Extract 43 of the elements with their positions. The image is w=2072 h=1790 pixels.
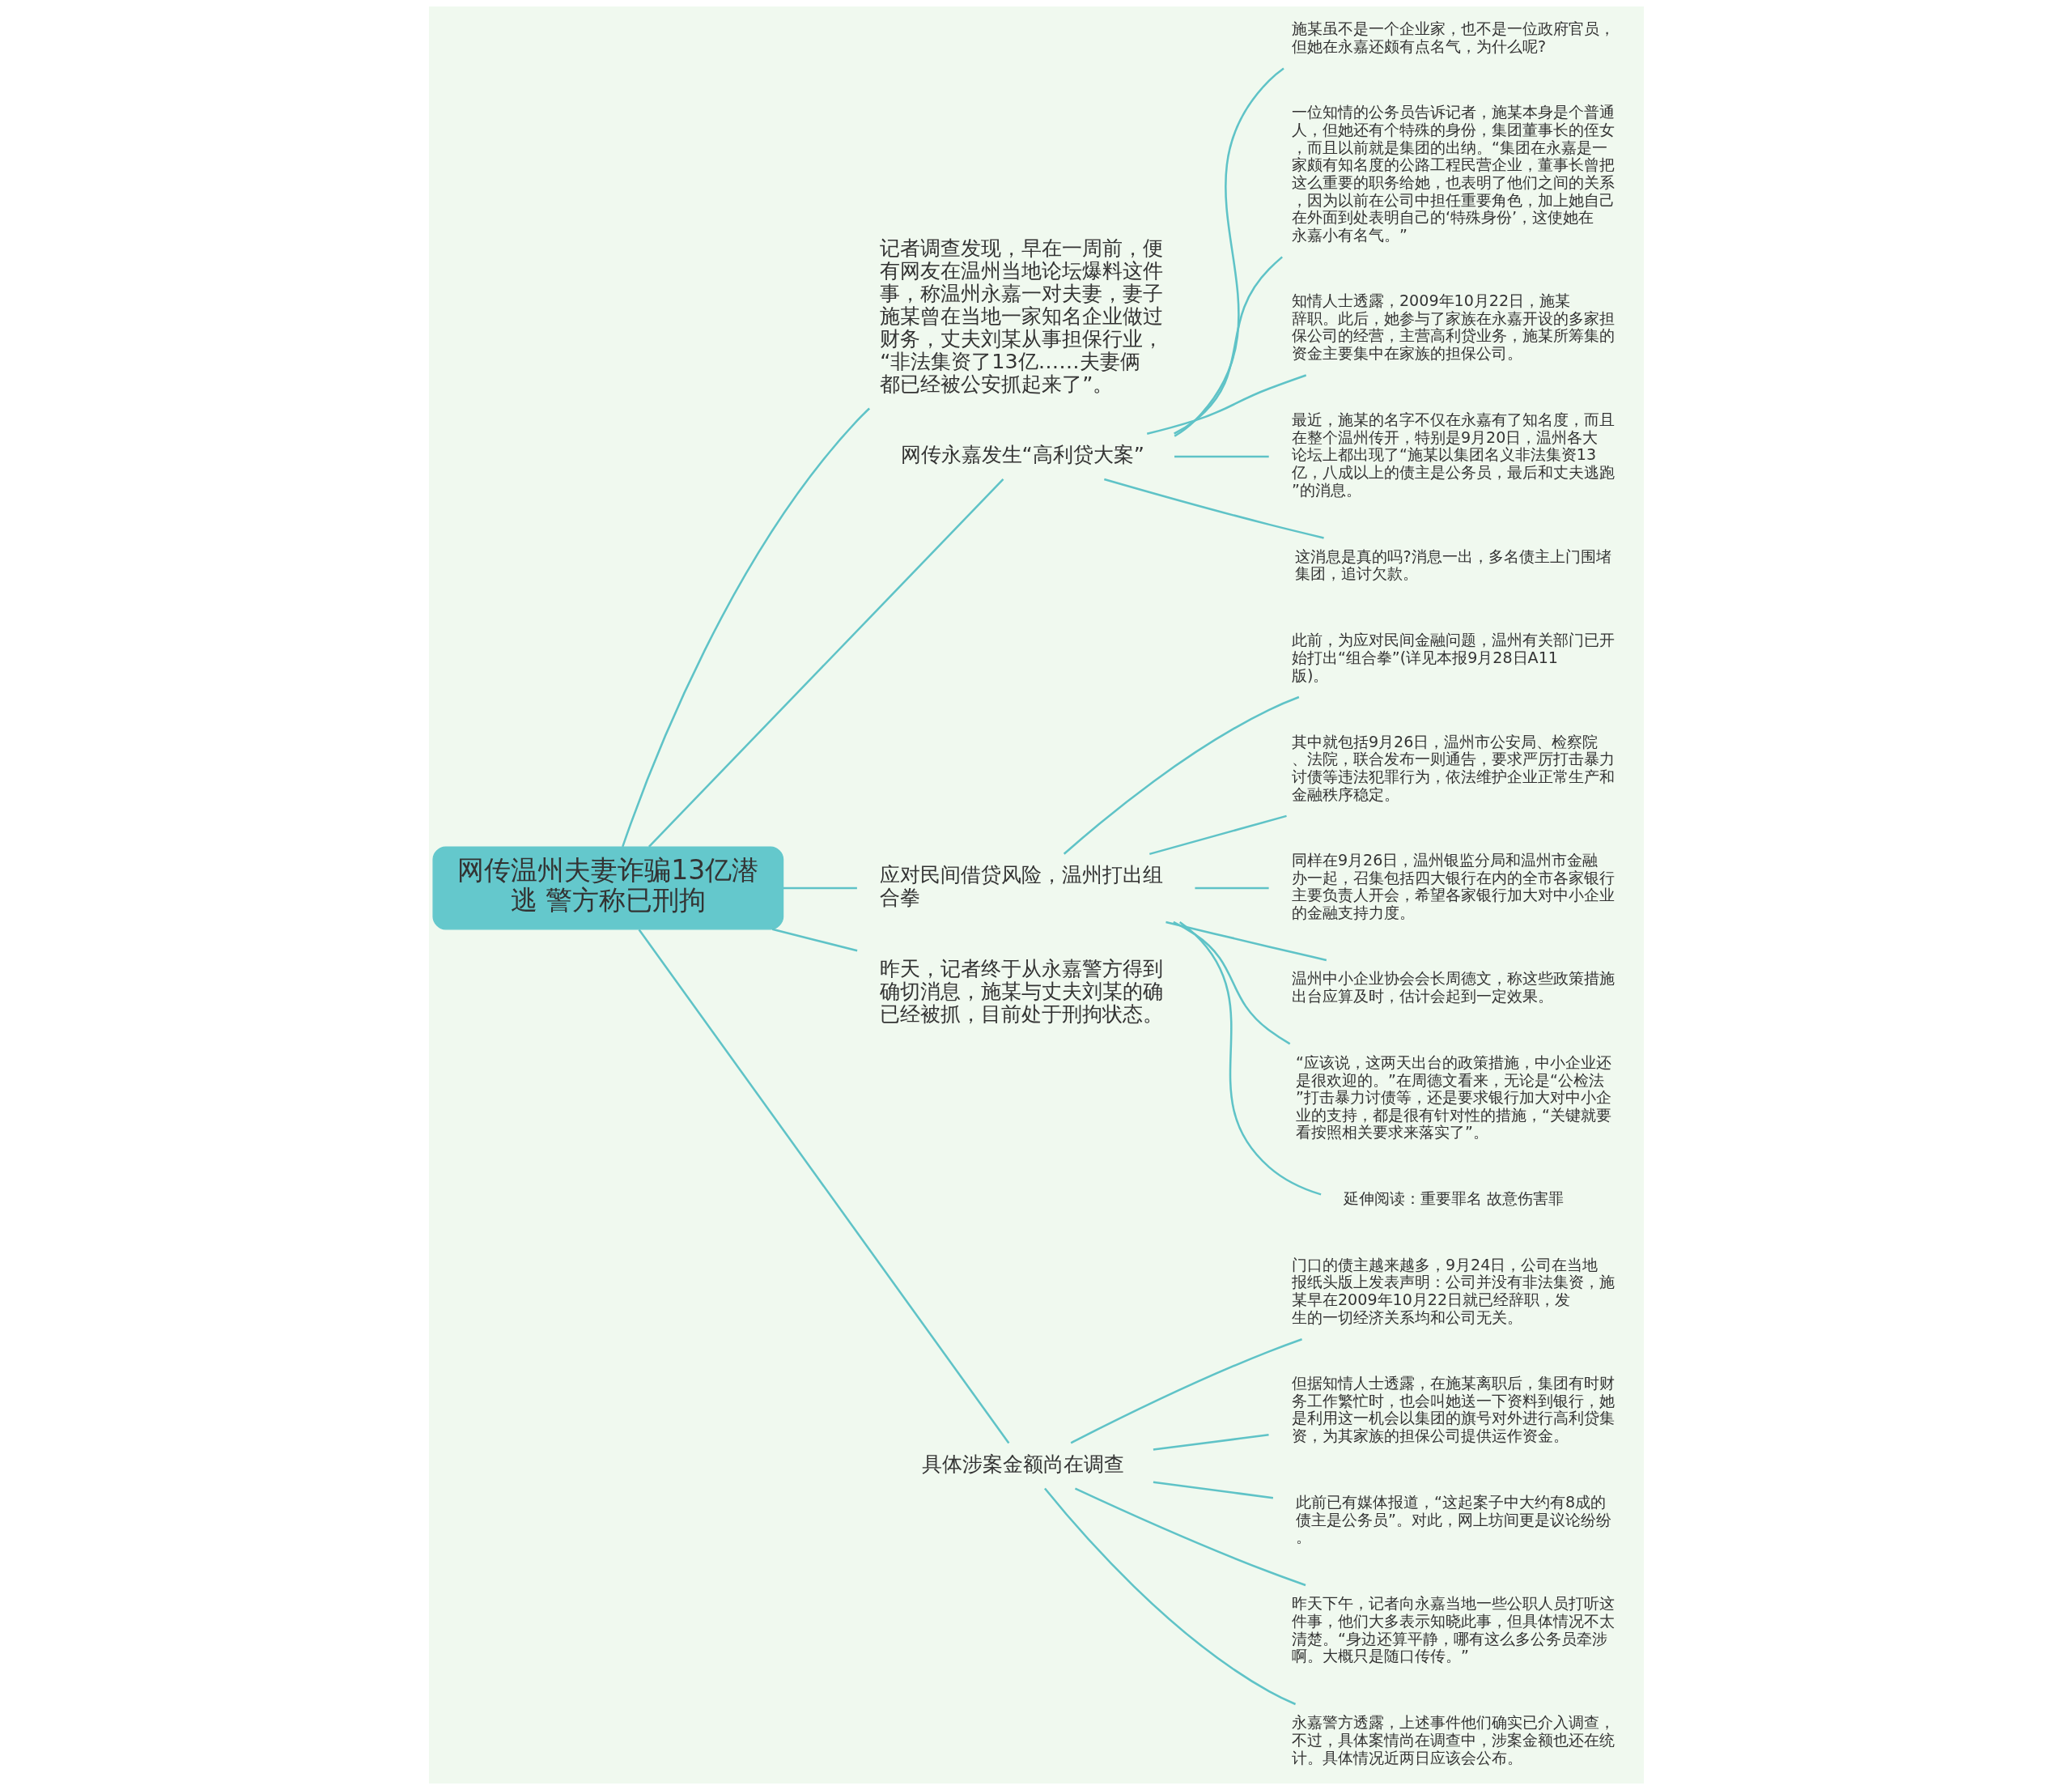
node-text: 一位知情的公务员告诉记者，施某本身是个普通人，但她还有个特殊的身份，集团董事长的侄女，而且以前就是集团的出纳。“集团在永嘉是一家颇有知名度的公路工程民营企业，董事长曾把这么重要的职务给她，也表明了他们之间的关系，因为以前在公司中担任重要角色，加上她自己在外面到处表明自己的‘特殊身份’，这使她在永嘉小有名气。” <box>1291 103 1615 244</box>
connector <box>1174 67 1284 437</box>
node-text: 施某虽不是一个企业家，也不是一位政府官员，但她在永嘉还颇有点名气，为什么呢? <box>1291 19 1615 56</box>
connector <box>1178 921 1321 1196</box>
node-text: 记者调查发现，早在一周前，便有网友在温州当地论坛爆料这件事，称温州永嘉一对夫妻，妻子施某曾在当地一家知名企业做过财务，丈夫刘某从事担保行业，“非法集资了13亿……夫妻俩都已经被公安抓起来了”。 <box>879 235 1163 396</box>
node-text: 温州中小企业协会会长周德文，称这些政策措施出台应算及时，估计会起到一定效果。 <box>1291 969 1615 1005</box>
connector <box>1172 921 1290 1045</box>
connector <box>638 929 1009 1444</box>
connector <box>1103 478 1324 539</box>
connector <box>648 478 1004 848</box>
connector <box>1173 256 1283 435</box>
node-text: 知情人士透露，2009年10月22日，施某辞职。此后，她参与了家族在永嘉开设的多家担保公司的经营，主营高利贷业务，施某所筹集的资金主要集中在家族的担保公司。 <box>1291 291 1615 363</box>
connector <box>1194 886 1269 890</box>
node-text: 此前已有媒体报道，“这起案子中大约有8成的债主是公务员”。对此，网上坊间更是议论纷纷。 <box>1295 1493 1611 1546</box>
node-text: 这消息是真的吗?消息一出，多名债主上门围堵集团，追讨欠款。 <box>1294 546 1611 583</box>
node-text: “应该说，这两天出台的政策措施，中小企业还是很欢迎的。”在周德文看来，无论是“公检法”打击暴力讨债等，还是要求银行加大对中小企业的支持，都是很有针对性的措施，“关键就要看按照相关要求来落实了”。 <box>1295 1052 1611 1142</box>
connector <box>1043 1487 1296 1706</box>
node-text: 应对民间借贷风险，温州打出组合拳 <box>879 862 1163 910</box>
connector <box>1149 814 1287 856</box>
node-text: 但据知情人士透露，在施某离职后，集团有时财务工作繁忙时，也会叫她送一下资料到银行，她是利用这一机会以集团的旗号对外进行高利贷集资，为其家族的担保公司提供运作资金。 <box>1291 1374 1615 1444</box>
node-text: 延伸阅读：重要罪名 故意伤害罪 <box>1343 1188 1564 1207</box>
node-text: 网传永嘉发生“高利贷大案” <box>900 442 1144 467</box>
node-text: 同样在9月26日，温州银监分局和温州市金融办一起，召集包括四大银行在内的全市各家银行主要负责人开会，希望各家银行加大对中小企业的金融支持力度。 <box>1291 850 1615 921</box>
node-text: 门口的债主越来越多，9月24日，公司在当地报纸头版上发表声明：公司并没有非法集资，施某早在2009年10月22日就已经辞职，发生的一切经济关系均和公司无关。 <box>1291 1255 1615 1326</box>
node-text: 昨天下午，记者向永嘉当地一些公职人员打听这件事，他们大多表示知晓此事，但具体情况不太清楚。“身边还算平静，哪有这么多公务员牵涉啊。大概只是随口传传。” <box>1291 1594 1615 1665</box>
node-text: 永嘉警方透露，上述事件他们确实已介入调查，不过，具体案情尚在调查中，涉案金额也还在统计。具体情况近两日应该会公布。 <box>1291 1713 1615 1767</box>
node-text: 最近，施某的名字不仅在永嘉有了知名度，而且在整个温州传开，特别是9月20日，温州各大论坛上都出现了“施某以集团名义非法集资13亿，八成以上的债主是公务员，最后和丈夫逃跑”的消息。 <box>1291 410 1615 499</box>
connector <box>1153 1434 1269 1451</box>
connector <box>1174 455 1269 458</box>
connector <box>783 886 857 890</box>
connector <box>1153 1481 1273 1499</box>
connector <box>1070 1338 1302 1444</box>
connector <box>771 928 857 952</box>
node-box: 网传温州夫妻诈骗13亿潜逃 警方称已刑拘 <box>431 846 783 930</box>
connector <box>621 407 870 848</box>
node-text: 此前，为应对民间金融问题，温州有关部门已开始打出“组合拳”(详见本报9月28日A11版)。 <box>1291 631 1615 684</box>
node-text: 昨天，记者终于从永嘉警方得到确切消息，施某与丈夫刘某的确已经被抓，目前处于刑拘状态。 <box>879 956 1163 1027</box>
connector <box>1165 921 1327 962</box>
node-text: 具体涉案金额尚在调查 <box>921 1451 1124 1476</box>
connector <box>1063 695 1299 855</box>
connector <box>1074 1487 1306 1587</box>
node-text: 其中就包括9月26日，温州市公安局、检察院、法院，联合发布一则通告，要求严厉打击暴力讨债等违法犯罪行为，依法维护企业正常生产和金融秩序稳定。 <box>1291 732 1615 803</box>
connector <box>1146 374 1306 436</box>
